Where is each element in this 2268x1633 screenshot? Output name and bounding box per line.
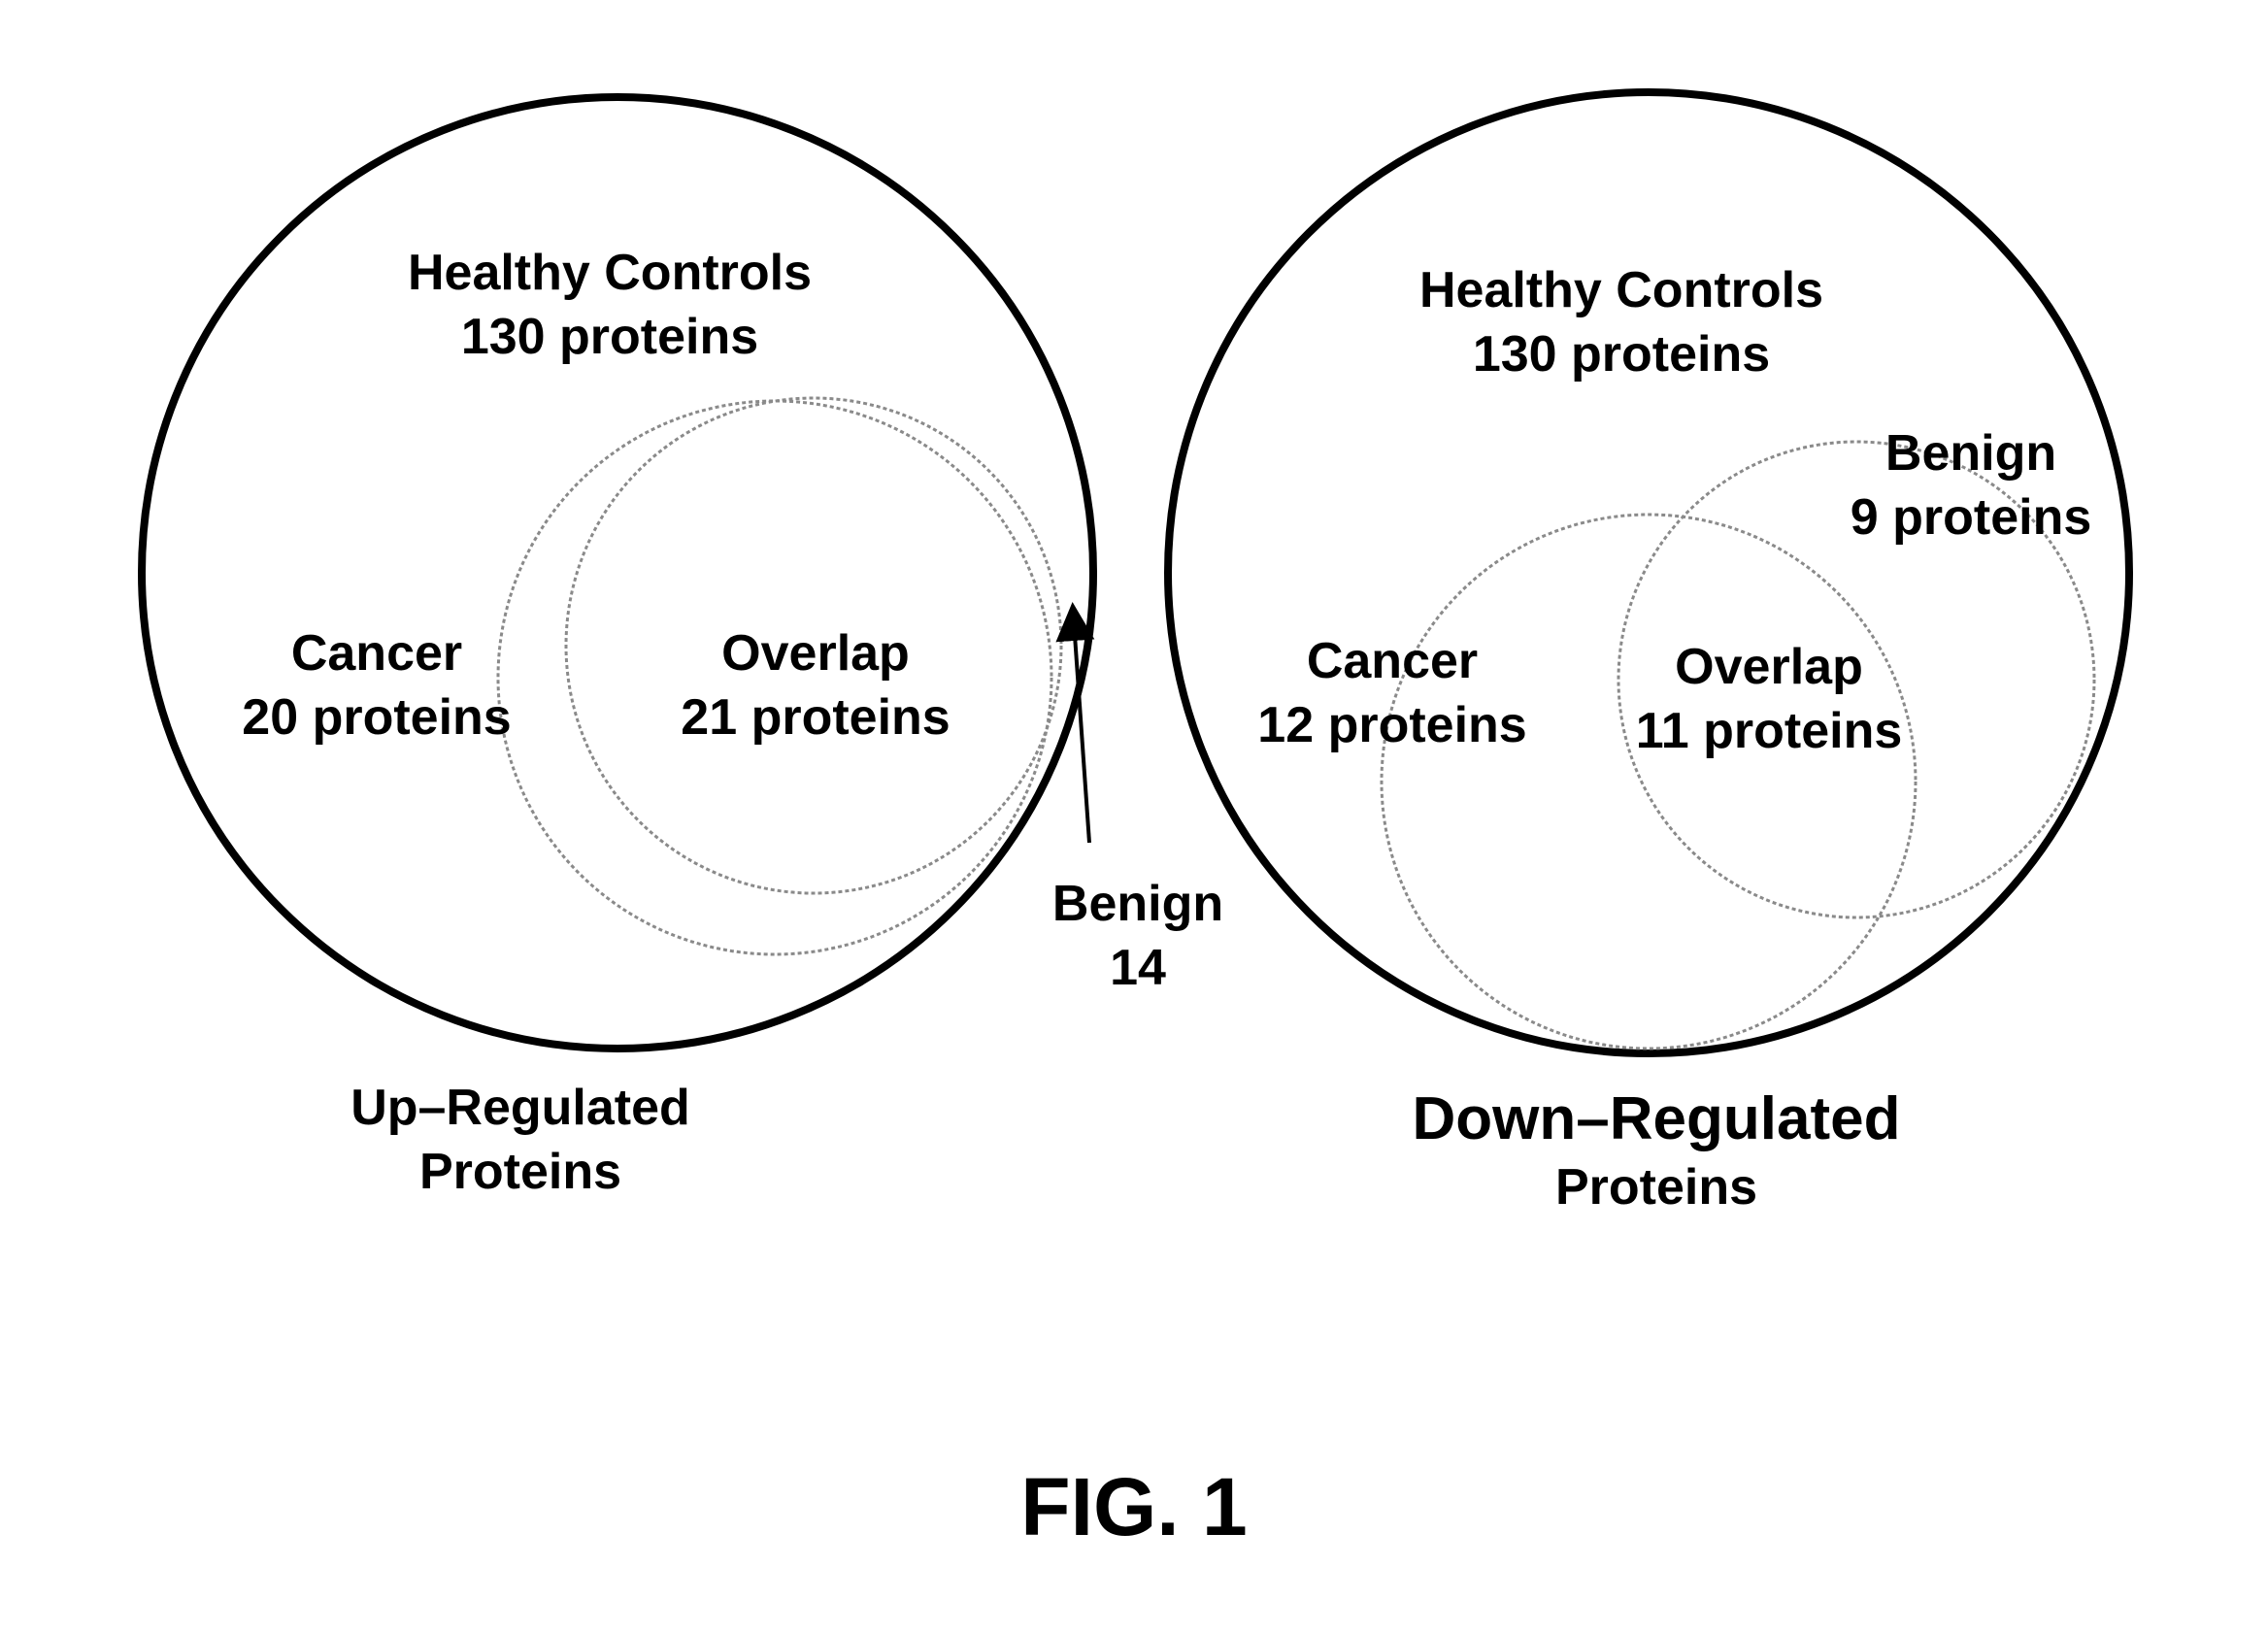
- up-overlap-name: Overlap: [681, 621, 950, 685]
- up-benign-count: 14: [1052, 936, 1223, 1000]
- down-overlap-count: 11 proteins: [1636, 699, 1903, 763]
- down-healthy-controls-circle: [1168, 92, 2129, 1053]
- down-title-line1: Down–Regulated: [1413, 1083, 1901, 1155]
- down-cancer-label: Cancer 12 proteins: [1257, 629, 1526, 757]
- down-healthy-controls-label: Healthy Controls 130 proteins: [1419, 258, 1823, 386]
- up-healthy-controls-label: Healthy Controls 130 proteins: [408, 241, 812, 369]
- up-cancer-label: Cancer 20 proteins: [242, 621, 511, 750]
- up-title-line1: Up–Regulated: [350, 1076, 690, 1140]
- down-benign-count: 9 proteins: [1851, 485, 2092, 550]
- down-cancer-circle: [1382, 515, 1916, 1049]
- up-benign-label: Benign 14: [1052, 872, 1223, 1000]
- figure-caption: FIG. 1: [1020, 1458, 1247, 1555]
- down-overlap-name: Overlap: [1636, 635, 1903, 699]
- up-benign-name: Benign: [1052, 872, 1223, 936]
- up-cancer-count: 20 proteins: [242, 685, 511, 750]
- down-healthy-count: 130 proteins: [1419, 322, 1823, 386]
- up-healthy-name: Healthy Controls: [408, 241, 812, 305]
- up-cancer-name: Cancer: [242, 621, 511, 685]
- down-overlap-label: Overlap 11 proteins: [1636, 635, 1903, 763]
- up-overlap-label: Overlap 21 proteins: [681, 621, 950, 750]
- down-cancer-count: 12 proteins: [1257, 693, 1526, 757]
- up-regulated-title: Up–Regulated Proteins: [350, 1076, 690, 1204]
- down-regulated-title: Down–Regulated Proteins: [1413, 1083, 1901, 1219]
- up-healthy-count: 130 proteins: [408, 305, 812, 369]
- down-cancer-name: Cancer: [1257, 629, 1526, 693]
- down-benign-name: Benign: [1851, 421, 2092, 485]
- down-title-line2: Proteins: [1413, 1155, 1901, 1219]
- up-title-line2: Proteins: [350, 1140, 690, 1204]
- down-benign-label: Benign 9 proteins: [1851, 421, 2092, 550]
- down-healthy-name: Healthy Controls: [1419, 258, 1823, 322]
- up-overlap-count: 21 proteins: [681, 685, 950, 750]
